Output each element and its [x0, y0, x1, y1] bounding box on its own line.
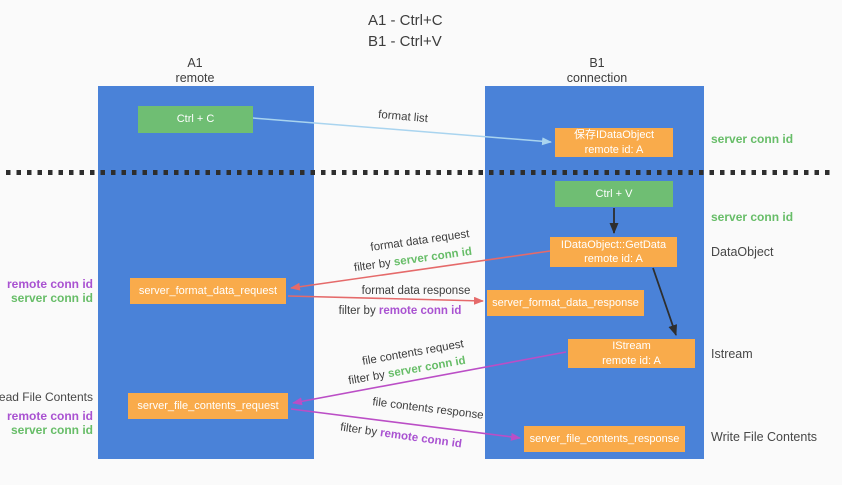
right-label-dataobject: DataObject [711, 245, 774, 259]
left-label-remote-conn-id-format: remote conn id [6, 277, 93, 291]
title-line-ctrl-v: B1 - Ctrl+V [368, 33, 442, 50]
node-server-file-contents-response: server_file_contents_response [524, 426, 685, 452]
right-label-write-file-contents: Write File Contents [711, 430, 818, 444]
filter-prefix: filter by [353, 257, 392, 275]
format-list-text: format list [377, 108, 429, 126]
node-server-file-contents-request: server_file_contents_request [128, 393, 288, 419]
title-line-ctrl-c: A1 - Ctrl+C [368, 12, 443, 29]
lane-b-subtitle: connection [566, 71, 628, 85]
node-getdata-line2: remote id: A [584, 253, 643, 265]
file-contents-response-text: file contents response [371, 396, 485, 422]
filter-id-remote-conn: remote conn id [379, 427, 463, 451]
node-file-request-label: server_file_contents_request [137, 399, 279, 412]
node-idataobject-getdata: IDataObject::GetData remote id: A [550, 237, 677, 267]
left-label-read-file-contents: Read File Contents [0, 390, 93, 404]
node-save-dataobject-line2: remote id: A [584, 143, 644, 156]
left-label-server-conn-id-format: server conn id [10, 291, 93, 305]
node-server-format-data-request: server_format_data_request [130, 278, 286, 304]
edge-label-file-contents-response: file contents response [372, 396, 485, 422]
right-label-server-conn-id-mid: server conn id [711, 210, 794, 224]
node-istream-line1: IStream [612, 340, 651, 353]
right-label-istream: Istream [711, 347, 753, 361]
left-label-remote-conn-id-file: remote conn id [6, 409, 93, 423]
right-label-server-conn-id-top: server conn id [711, 132, 794, 146]
node-file-response-label: server_file_contents_response [529, 432, 680, 445]
left-label-server-conn-id-file: server conn id [10, 423, 93, 437]
node-ctrl-v: Ctrl + V [555, 181, 673, 207]
node-save-dataobject: 保存IDataObject remote id: A [555, 128, 673, 157]
node-istream: IStream remote id: A [568, 339, 695, 368]
edge-label-format-list: format list [378, 109, 429, 125]
node-save-dataobject-line1: 保存IDataObject [573, 129, 655, 142]
filter-id-server-conn: server conn id [393, 245, 473, 269]
node-ctrl-c-label: Ctrl + C [176, 113, 215, 126]
node-format-response-label: server_format_data_response [492, 296, 639, 309]
edge-label-format-data-response: format data response [362, 285, 471, 297]
node-istream-line2: remote id: A [602, 354, 661, 367]
diagram-title: A1 - Ctrl+C B1 - Ctrl+V [368, 10, 443, 52]
filter-prefix: filter by [339, 421, 378, 439]
filter-id-remote-conn: remote conn id [378, 305, 462, 317]
lane-b-header: B1 connection [527, 56, 667, 86]
session-divider-dotted-line [6, 170, 834, 175]
node-server-format-data-response: server_format_data_response [487, 290, 644, 316]
filter-prefix: filter by [347, 368, 387, 388]
filter-prefix: filter by [338, 305, 376, 317]
node-getdata-line1: IDataObject::GetData [560, 238, 667, 251]
node-ctrl-c: Ctrl + C [138, 106, 253, 133]
lane-a-header: A1 remote [125, 56, 265, 86]
lane-b-name: B1 [589, 56, 605, 70]
edge-label-filter-file-response: filter by remote conn id [339, 422, 462, 451]
lane-a-subtitle: remote [175, 71, 215, 85]
format-data-response-text: format data response [361, 285, 471, 297]
node-format-request-label: server_format_data_request [138, 284, 278, 297]
edge-label-filter-format-response: filter by remote conn id [339, 305, 462, 317]
node-ctrl-v-label: Ctrl + V [595, 187, 633, 200]
lane-a-name: A1 [187, 56, 203, 70]
